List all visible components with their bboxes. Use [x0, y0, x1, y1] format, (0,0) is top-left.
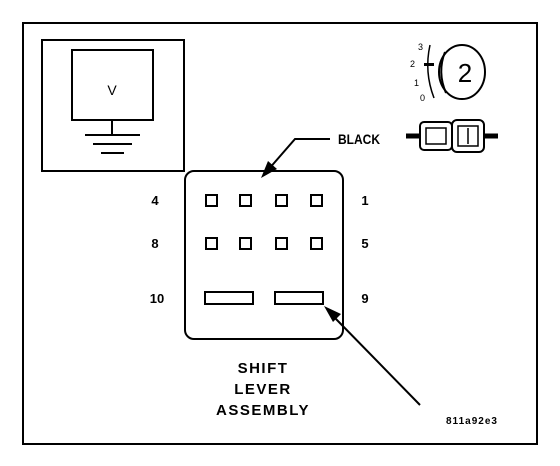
wire-color-label: BLACK [338, 131, 380, 147]
ground-icon [85, 120, 140, 154]
cavity-row-3 [204, 291, 324, 305]
cavity-10 [204, 291, 254, 305]
connector-body [184, 170, 344, 340]
meter-scale-icon: 3 2 1 0 2 [410, 42, 486, 103]
svg-text:3: 3 [418, 42, 423, 52]
svg-text:1: 1 [414, 78, 419, 88]
pin-label-5: 5 [361, 236, 368, 251]
pin-label-4: 4 [151, 193, 159, 208]
cavity-row-2 [205, 237, 323, 250]
cavity-row-1 [205, 194, 323, 207]
voltmeter-symbol: V [107, 82, 117, 98]
svg-text:0: 0 [420, 93, 425, 103]
black-leader-arrow [261, 138, 330, 178]
outer-frame [22, 22, 538, 445]
pin-label-9: 9 [361, 291, 368, 306]
connector-plug-icon [406, 119, 498, 153]
cavity-9 [274, 291, 324, 305]
pin-label-8: 8 [151, 236, 158, 251]
component-label-line-2: LEVER [234, 381, 292, 398]
figure-code: 811a92e3 [446, 416, 498, 427]
cavity-9-pointer-arrow [324, 306, 421, 406]
pin-label-1: 1 [361, 193, 368, 208]
svg-text:2: 2 [410, 59, 415, 69]
meter-dial-number: 2 [458, 58, 472, 88]
component-label-line-1: SHIFT [238, 360, 289, 377]
pin-label-10: 10 [150, 291, 164, 306]
component-label-line-3: ASSEMBLY [216, 402, 310, 419]
voltmeter-symbol-box: V [41, 39, 185, 172]
